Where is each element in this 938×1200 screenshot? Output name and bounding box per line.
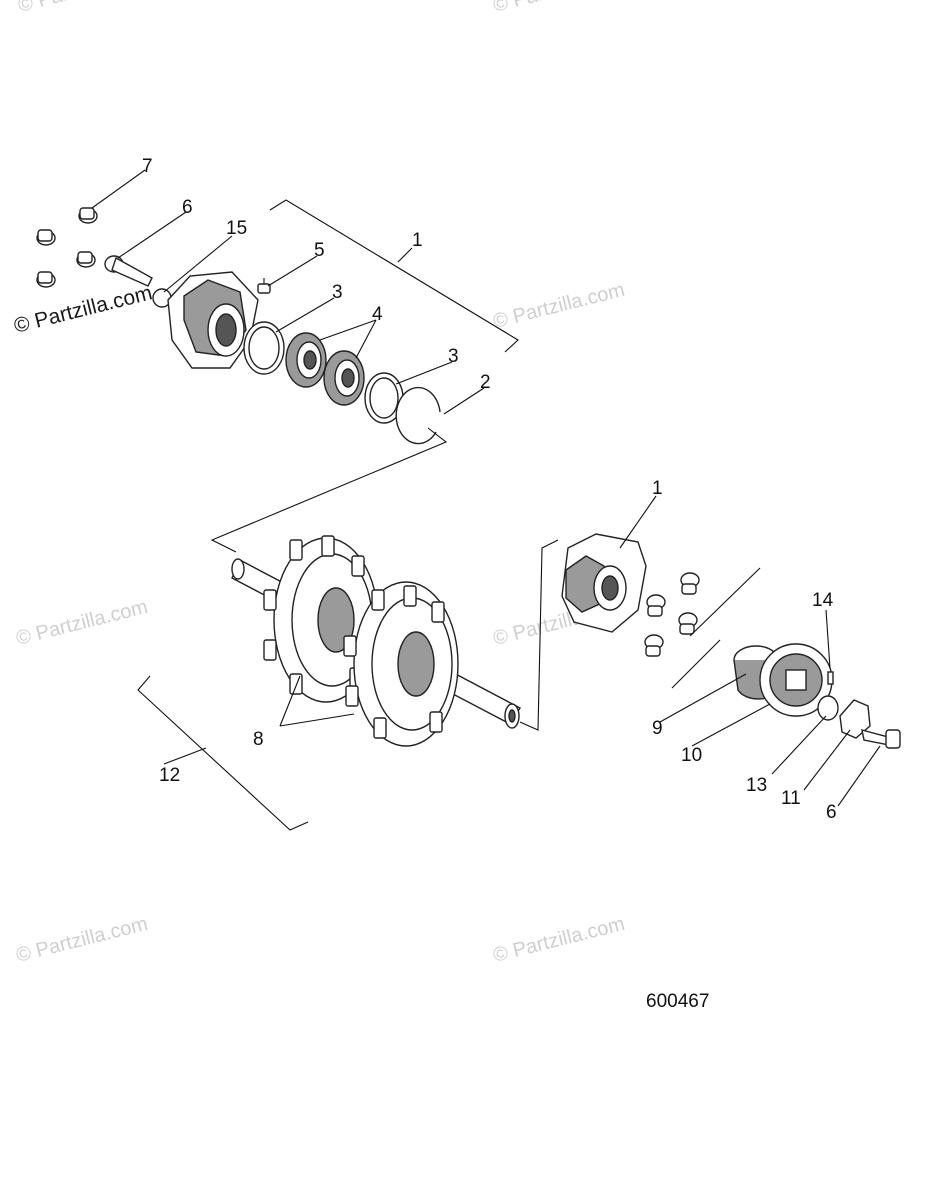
callout-6: 6 [826,802,837,823]
connector-upper [210,427,448,553]
bracket-12 [137,675,309,831]
grease-fitting-5 [257,278,271,294]
sprocket-8-right [343,581,459,747]
ring-3-right-inner [369,377,399,419]
callout-15: 15 [226,218,247,239]
watermark-group: © Partzilla.com © Partzilla.com © Partzi… [12,0,627,967]
callout-9: 9 [652,718,663,739]
lock-plate-11 [839,699,871,739]
watermark: © Partzilla.com [16,0,152,17]
bearing-4-left [285,332,327,388]
bearing-housing-lower [561,533,647,633]
bolt-7 [36,207,98,288]
callout-10: 10 [681,745,702,766]
divider-line [689,567,761,637]
ring-3-left-inner [248,326,280,370]
callout-8: 8 [253,729,264,750]
snap-ring-2 [395,386,441,445]
callout-3: 3 [332,282,343,303]
callout-12: 12 [159,765,180,786]
bolt-6-lower [861,729,901,749]
callout-1: 1 [412,230,423,251]
callout-6: 6 [182,197,193,218]
key-14 [827,671,834,685]
bracket-1-upper [269,199,519,353]
upper-assembly [36,207,441,445]
watermark: © Partzilla.com [491,0,627,17]
washer-13 [817,695,839,721]
bolts-lower [644,572,700,657]
callout-14: 14 [812,590,834,611]
callouts: 7 6 15 5 1 3 4 3 2 1 14 8 9 10 12 13 11 … [142,156,837,823]
bolt-6-upper [104,255,153,287]
divider-line [671,639,721,689]
callout-4: 4 [372,304,383,325]
watermark: © Partzilla.com [491,913,627,967]
leaders-upper [91,169,485,415]
drive-sprocket-10 [759,643,833,717]
callout-2: 2 [480,372,491,393]
callout-3: 3 [448,346,459,367]
watermark: © Partzilla.com [491,279,627,333]
bearing-4-right [323,350,365,406]
drive-shaft-assembly [231,535,521,747]
drawing-number: 600467 [646,991,709,1012]
watermark: © Partzilla.com [14,596,150,650]
watermark: © Partzilla.com [14,913,150,967]
connector-lower [519,539,559,731]
watermark-strong: © Partzilla.com [12,281,155,338]
callout-7: 7 [142,156,153,177]
leaders-lower [163,495,881,807]
callout-1: 1 [652,478,663,499]
callout-11: 11 [781,788,801,809]
callout-5: 5 [314,240,325,261]
callout-13: 13 [746,775,767,796]
bearing-housing-upper [167,271,259,369]
